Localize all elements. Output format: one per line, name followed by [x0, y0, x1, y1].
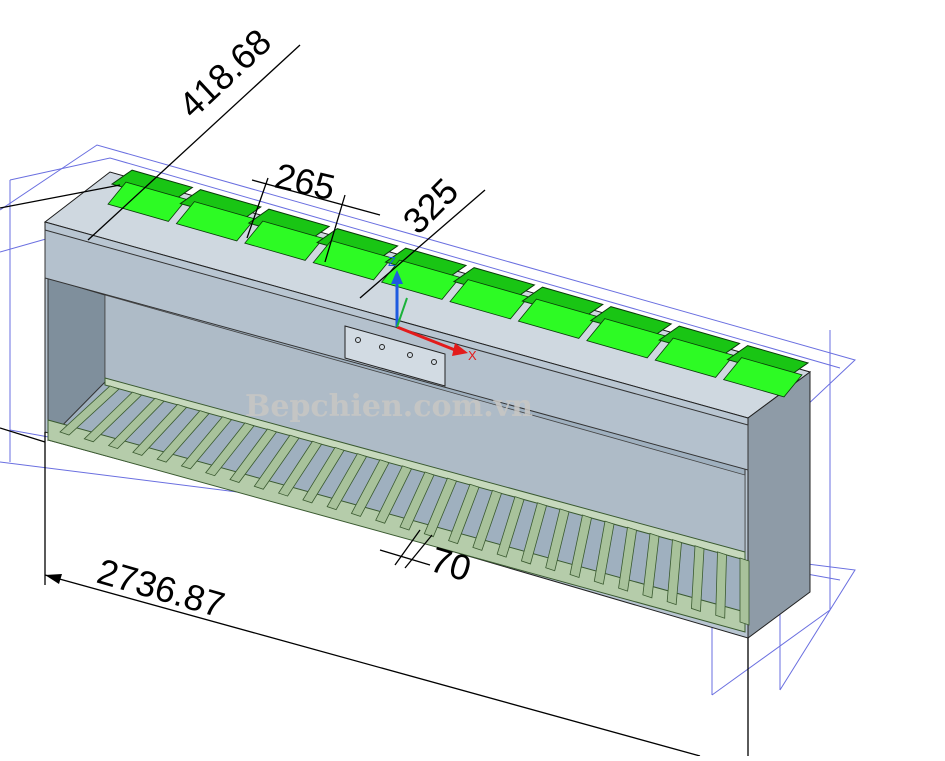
rack-slat: [569, 514, 592, 579]
rack-slat: [399, 471, 435, 531]
bottom-rack: [47, 377, 750, 633]
rack-slat: [375, 465, 413, 524]
dim-depth-ext: [0, 184, 121, 209]
rack-slat: [83, 391, 143, 443]
rack-slat: [350, 459, 390, 517]
pan-2: [175, 189, 262, 242]
dimension-overall-length: 2736.87: [93, 550, 229, 625]
guide-top-inner: [9, 157, 841, 369]
axis-triad: X Z: [388, 254, 477, 363]
rack-slat: [156, 410, 210, 463]
dim-depth-line: [87, 44, 301, 241]
pan-8: [586, 306, 673, 359]
dimension-pan-length: 325: [395, 170, 466, 241]
watermark: Bepchien.com.vn: [245, 389, 533, 424]
pan-well: [722, 357, 803, 398]
axis-x-arrow: [452, 343, 468, 356]
rack-slat: [520, 502, 547, 565]
pan-9: [654, 325, 741, 378]
cabinet-right-side: [747, 371, 811, 639]
axis-y-line: [396, 297, 408, 328]
pan-7: [517, 286, 604, 339]
rack-slat: [423, 477, 458, 538]
pan-10: [722, 345, 810, 398]
rack-slat: [472, 489, 503, 551]
rack-slat: [545, 508, 570, 572]
pan-row: [107, 169, 810, 398]
control-knob-1: [355, 337, 361, 343]
dim-slat-ext2: [404, 534, 433, 569]
axis-z-label: Z: [388, 254, 396, 269]
dim-overall-line: [44, 574, 701, 757]
rack-slat: [107, 397, 165, 450]
rack-slat: [666, 539, 682, 606]
control-panel: [344, 325, 446, 387]
control-knob-2: [379, 344, 385, 350]
pan-1: [107, 169, 194, 222]
dim-slat-line: [379, 549, 431, 566]
pan-6: [449, 267, 536, 320]
pan-well: [517, 298, 598, 339]
dimension-lines: [0, 44, 749, 757]
dim-left-tick: [0, 427, 46, 443]
rack-slats: [59, 385, 750, 626]
guide-top-outer: [0, 144, 856, 441]
rack-slat: [326, 453, 368, 511]
rack-frame: [47, 419, 746, 633]
rack-slat: [132, 403, 188, 456]
rack-slat: [496, 496, 525, 558]
rack-slat: [277, 440, 323, 497]
dim-pan-width-line: [251, 179, 381, 216]
control-knob-3: [407, 352, 413, 358]
rack-slat: [618, 526, 637, 592]
pan-well: [175, 201, 256, 242]
rack-slat: [253, 434, 300, 490]
rack-slat: [739, 557, 750, 626]
dim-pan-length-line: [359, 189, 486, 299]
dim-pan-width-ext2: [324, 194, 346, 263]
rack-slat: [59, 385, 120, 436]
rack-slat: [205, 422, 255, 477]
pan-well: [244, 220, 324, 261]
pan-well: [312, 240, 393, 281]
rack-slat: [448, 483, 480, 545]
rack-slat: [180, 416, 233, 470]
control-knob-4: [431, 359, 437, 365]
rack-slat: [715, 551, 727, 619]
guide-right-diag: [711, 609, 831, 696]
rack-slat: [642, 532, 660, 599]
rack-slat: [229, 428, 278, 483]
dimension-depth: 418.68: [170, 21, 278, 126]
rack-slat: [302, 446, 345, 504]
rack-slat: [593, 520, 615, 585]
dim-pan-width-ext1: [246, 177, 269, 239]
pan-well: [449, 279, 530, 320]
pan-well: [654, 337, 735, 378]
rack-slat: [691, 545, 705, 612]
pan-3: [244, 208, 331, 261]
dim-slat-ext1: [394, 529, 421, 566]
dimension-pan-width: 265: [271, 155, 339, 208]
axis-x-line: [396, 325, 456, 352]
axis-z-arrow: [391, 270, 403, 284]
pan-well: [107, 181, 188, 222]
pan-4: [312, 228, 399, 281]
pan-well: [586, 318, 666, 359]
axis-x-label: X: [468, 348, 477, 363]
dim-overall-arrow: [45, 574, 62, 584]
